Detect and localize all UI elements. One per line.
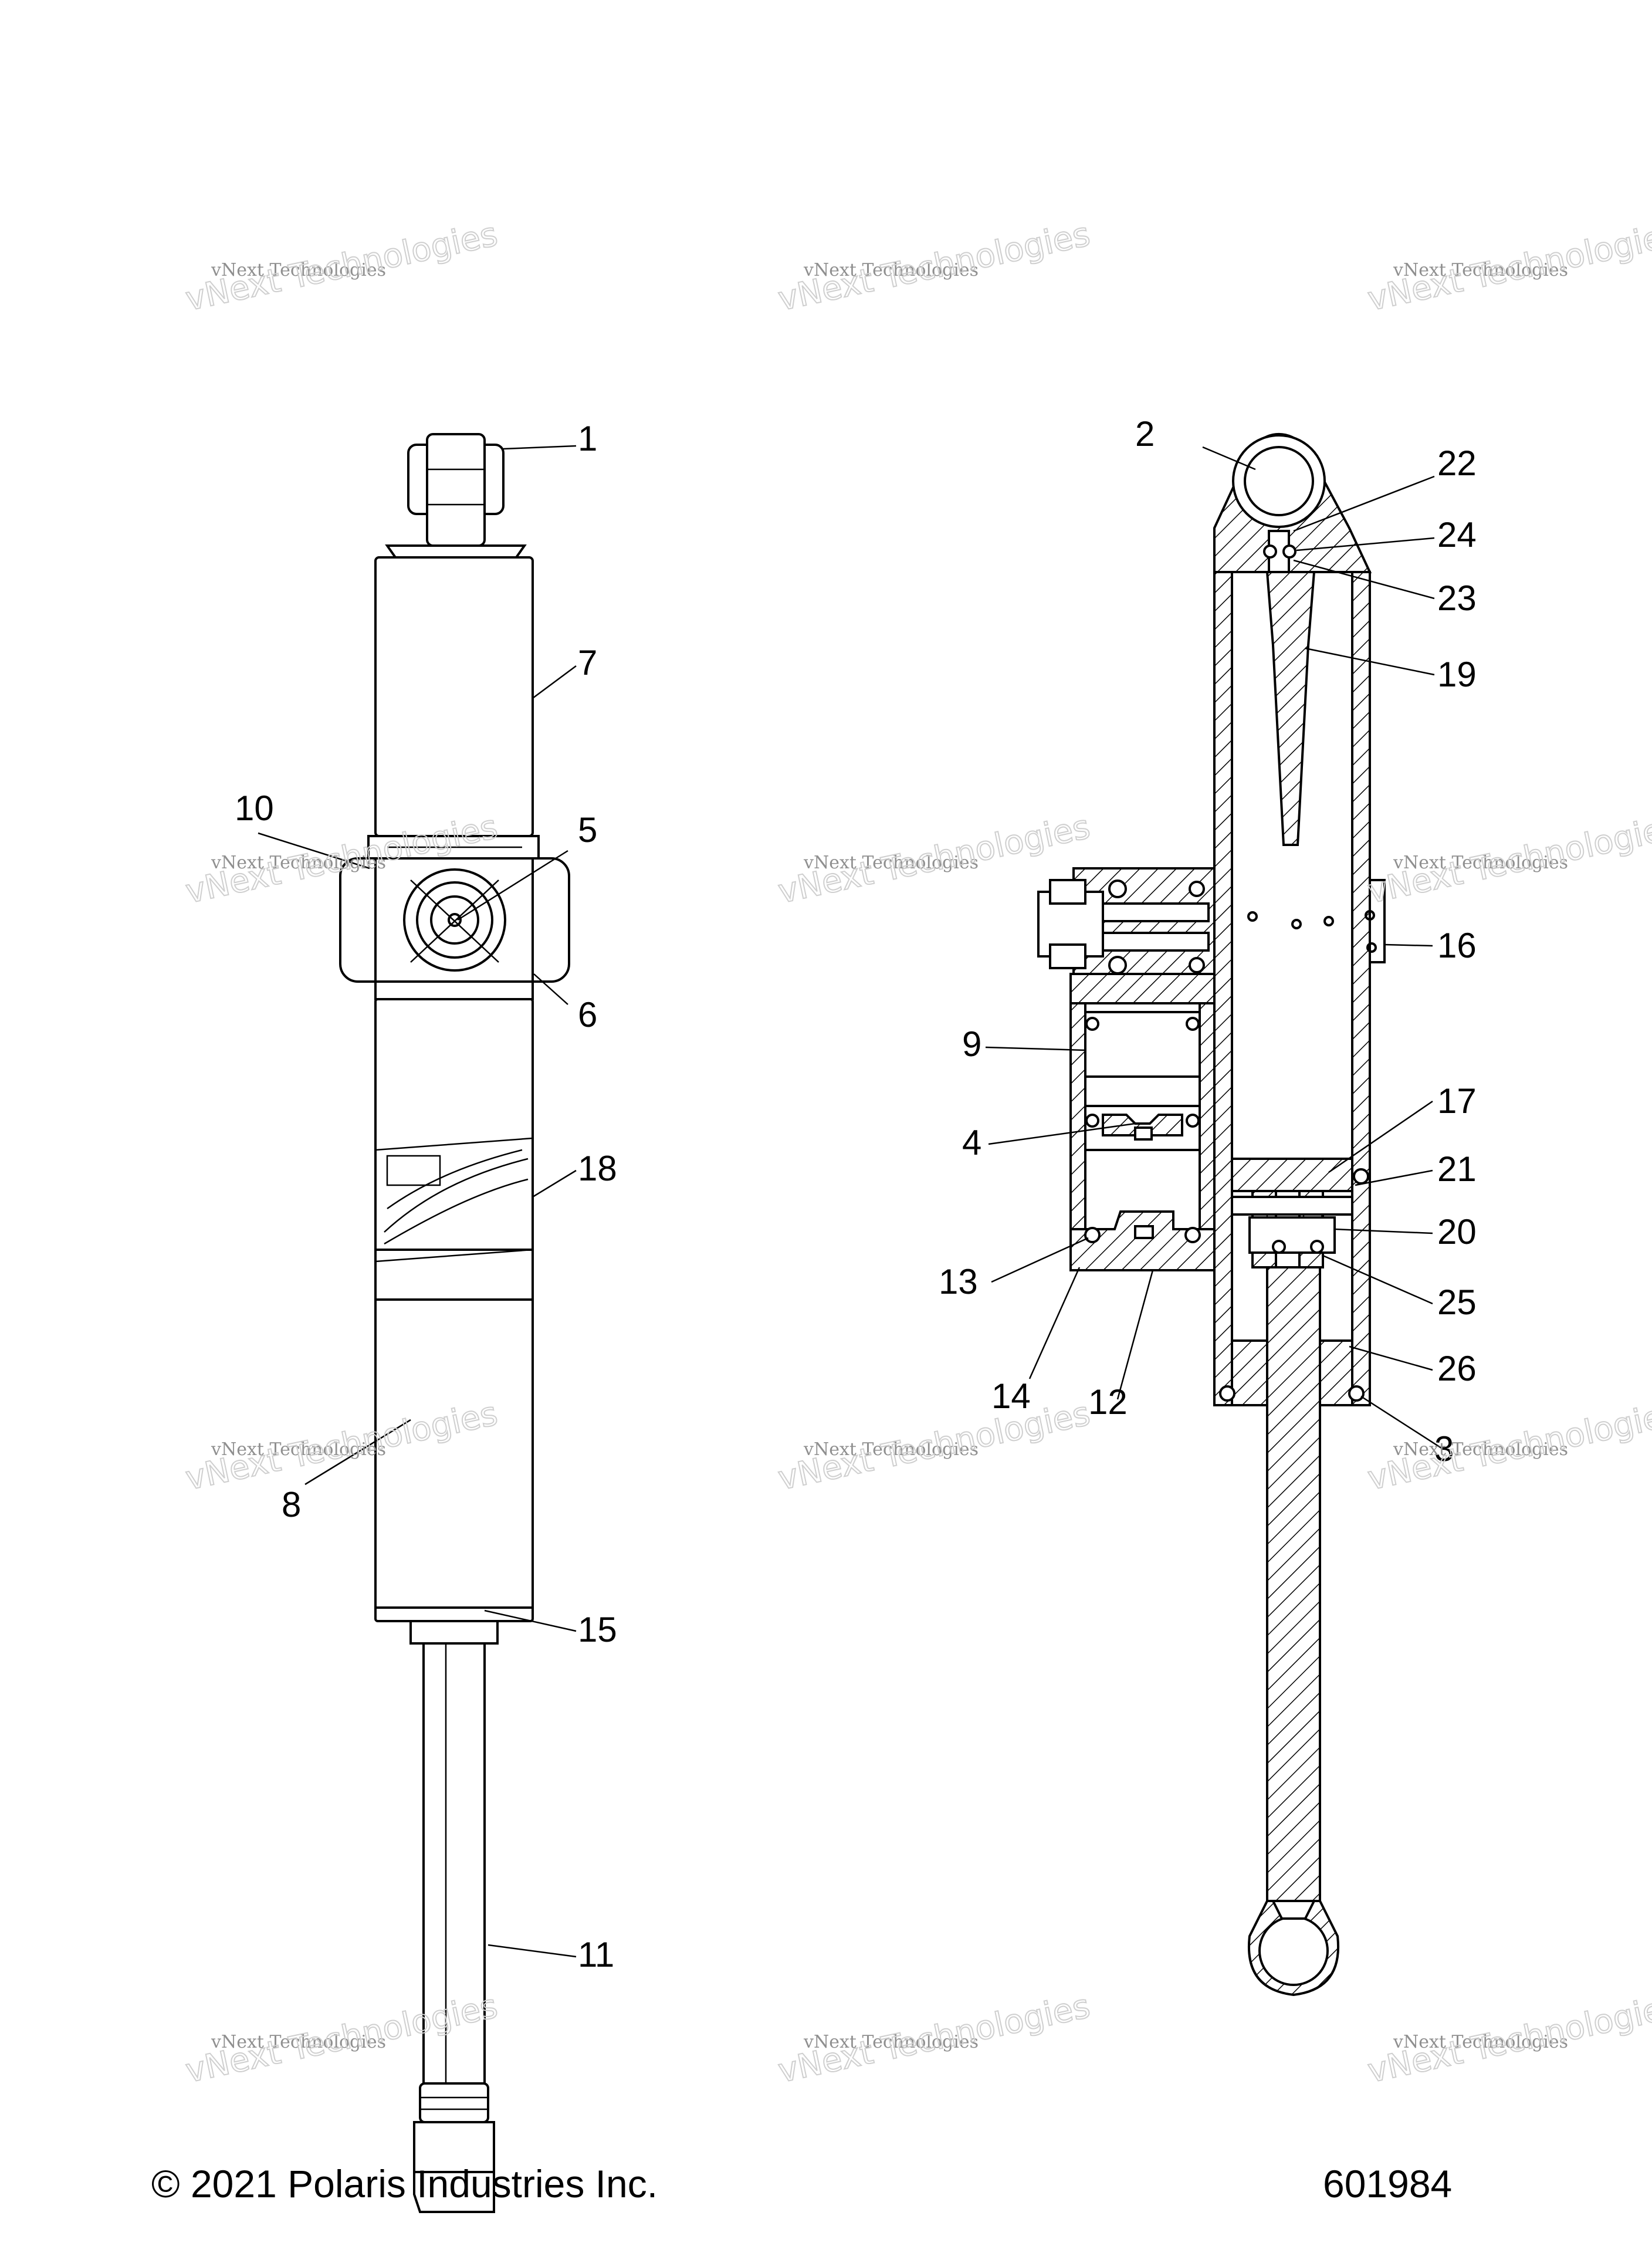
callout-13: 13 [939, 1262, 978, 1301]
callout-23: 23 [1437, 579, 1477, 618]
svg-text:vNext Technologies: vNext Technologies [211, 1439, 386, 1460]
svg-text:vNext Technologies: vNext Technologies [803, 853, 979, 873]
callout-9: 9 [962, 1024, 981, 1064]
bottom-eye-section [1248, 1900, 1339, 1997]
figure-number: 601984 [1323, 2162, 1452, 2205]
callout-labels: 1 2 22 24 23 7 19 10 5 16 6 9 17 4 18 21… [235, 414, 1477, 1974]
lower-eyelet-part-11 [413, 2082, 495, 2213]
callout-4: 4 [962, 1123, 981, 1162]
callout-17: 17 [1437, 1081, 1477, 1121]
watermark: vNext Technologies vNext Technologies [1364, 1394, 1652, 1498]
callout-3: 3 [1434, 1429, 1454, 1469]
shaft-part-15 [422, 1642, 486, 2085]
shock-exterior-view [339, 433, 570, 2213]
svg-text:vNext Technologies: vNext Technologies [803, 260, 979, 280]
callout-2: 2 [1135, 414, 1155, 454]
callout-7: 7 [578, 643, 597, 682]
svg-text:vNext Technologies: vNext Technologies [211, 260, 386, 280]
callout-6: 6 [578, 995, 597, 1034]
shaft-section [1266, 1266, 1321, 1902]
top-cap-section [1213, 433, 1372, 573]
watermark: vNext Technologies vNext Technologies [774, 215, 1094, 319]
svg-text:vNext Technologies: vNext Technologies [211, 2032, 386, 2052]
callout-21: 21 [1437, 1149, 1477, 1189]
end-cap-part-12 [1069, 1210, 1216, 1271]
reservoir-body-part-7 [374, 556, 534, 837]
callout-14: 14 [991, 1376, 1031, 1416]
watermark: vNext Technologies vNext Technologies [1364, 1987, 1652, 2091]
valve-block-part-6 [339, 857, 570, 983]
watermark: vNext Technologies vNext Technologies [774, 1987, 1094, 2091]
callout-16: 16 [1437, 926, 1477, 965]
svg-text:vNext Technologies: vNext Technologies [211, 853, 386, 873]
svg-text:vNext Technologies: vNext Technologies [803, 2032, 979, 2052]
shock-section-view [1037, 433, 1386, 1997]
watermark: vNext Technologies vNext Technologies [1364, 215, 1652, 319]
callout-10: 10 [235, 789, 274, 828]
callout-12: 12 [1088, 1382, 1128, 1422]
top-eyelet-part-1 [385, 433, 527, 559]
svg-text:vNext Technologies: vNext Technologies [1393, 260, 1568, 280]
watermark: vNext Technologies vNext Technologies [1364, 807, 1652, 912]
collar-part-10 [367, 835, 540, 860]
callout-15: 15 [578, 1610, 617, 1649]
callout-26: 26 [1437, 1349, 1477, 1388]
valve-adjuster-section [1037, 867, 1216, 975]
svg-text:vNext Technologies: vNext Technologies [1393, 2032, 1568, 2052]
callout-5: 5 [578, 810, 597, 850]
callout-8: 8 [282, 1485, 301, 1524]
leader-lines [258, 445, 1444, 1958]
bump-stop-part-8 [409, 1620, 499, 1645]
watermark: vNext Technologies vNext Technologies [774, 1394, 1094, 1498]
callout-18: 18 [578, 1149, 617, 1188]
callout-22: 22 [1437, 444, 1477, 483]
svg-text:vNext Technologies: vNext Technologies [1393, 853, 1568, 873]
copyright-notice: © 2021 Polaris Industries Inc. [151, 2162, 658, 2205]
callout-19: 19 [1437, 655, 1477, 694]
seal-head-part-26 [1219, 1339, 1365, 1406]
callout-25: 25 [1437, 1283, 1477, 1322]
callout-1: 1 [578, 419, 597, 458]
callout-11: 11 [578, 1935, 614, 1974]
svg-text:vNext Technologies: vNext Technologies [803, 1439, 979, 1460]
main-piston-section [1231, 1158, 1369, 1310]
reservoir-section [1069, 973, 1216, 1271]
metering-rod-part-19 [1265, 571, 1316, 846]
callout-24: 24 [1437, 515, 1477, 554]
watermark: vNext Technologies vNext Technologies [182, 215, 502, 319]
main-body [374, 998, 534, 1622]
callout-20: 20 [1437, 1212, 1477, 1251]
svg-text:vNext Technologies: vNext Technologies [1393, 1439, 1568, 1460]
